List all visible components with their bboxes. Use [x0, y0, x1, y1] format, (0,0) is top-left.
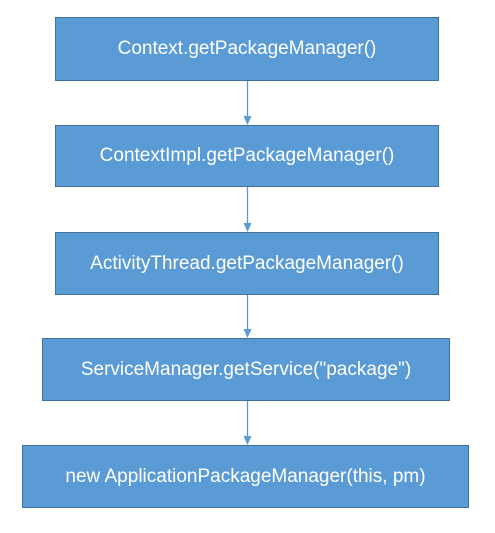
node-contextimpl-get-package-manager: ContextImpl.getPackageManager(): [55, 125, 439, 187]
node-label: ContextImpl.getPackageManager(): [99, 145, 395, 166]
node-new-application-package-manager: new ApplicationPackageManager(this, pm): [22, 445, 469, 508]
node-servicemanager-get-service: ServiceManager.getService("package"): [42, 338, 450, 401]
node-label: ServiceManager.getService("package"): [80, 358, 412, 380]
node-context-get-package-manager: Context.getPackageManager(): [55, 17, 439, 81]
node-label: Context.getPackageManager(): [117, 38, 377, 59]
node-activitythread-get-package-manager: ActivityThread.getPackageManager(): [55, 232, 439, 295]
node-label: ActivityThread.getPackageManager(): [90, 252, 404, 274]
node-label: new ApplicationPackageManager(this, pm): [65, 465, 426, 487]
